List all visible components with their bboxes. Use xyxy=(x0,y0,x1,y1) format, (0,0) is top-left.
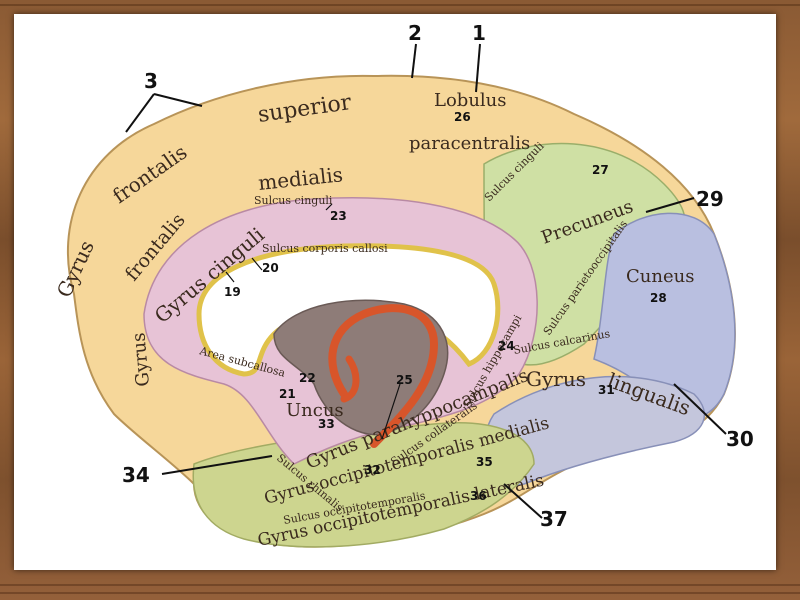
leader-25 xyxy=(381,383,401,440)
number-29: 29 xyxy=(696,187,724,211)
label-gyrus-lingualis-1: Gyrus xyxy=(526,367,586,391)
mammillary-fornix xyxy=(340,355,360,403)
number-22: 22 xyxy=(299,371,316,385)
leader-19 xyxy=(225,271,235,283)
leader-23 xyxy=(325,203,333,211)
number-28: 28 xyxy=(650,291,667,305)
leader-20 xyxy=(251,257,263,271)
brain-medial-surface-diagram: Gyrus frontalis superior frontalis media… xyxy=(52,21,754,551)
number-24: 24 xyxy=(498,339,515,353)
label-gyrus-vertical: Gyrus xyxy=(128,332,154,388)
number-33: 33 xyxy=(318,417,335,431)
number-19: 19 xyxy=(224,285,241,299)
leader-2 xyxy=(411,43,417,79)
label-sulcus-cinguli: Sulcus cinguli xyxy=(254,194,333,207)
label-paracentralis: paracentralis xyxy=(409,133,530,154)
cuneus-region xyxy=(593,212,736,421)
number-26: 26 xyxy=(454,110,471,124)
leader-34 xyxy=(161,455,273,475)
leader-3 xyxy=(125,93,203,133)
label-sulcus-corporis-callosi: Sulcus corporis callosi xyxy=(262,242,388,255)
leader-30 xyxy=(673,383,727,435)
number-25: 25 xyxy=(396,373,413,387)
leader-37 xyxy=(503,483,543,519)
number-21: 21 xyxy=(279,387,296,401)
number-20: 20 xyxy=(262,261,279,275)
number-32: 32 xyxy=(364,463,381,477)
number-37: 37 xyxy=(540,507,568,531)
diagram-frame: Gyrus frontalis superior frontalis media… xyxy=(14,14,776,570)
thalamus xyxy=(273,299,449,436)
leader-1 xyxy=(475,43,481,93)
number-2: 2 xyxy=(408,21,422,45)
label-cuneus: Cuneus xyxy=(626,266,694,287)
number-23: 23 xyxy=(330,209,347,223)
leader-29 xyxy=(645,197,695,213)
label-lobulus: Lobulus xyxy=(434,90,507,111)
number-31: 31 xyxy=(598,383,615,397)
number-34: 34 xyxy=(122,463,150,487)
fornix xyxy=(328,304,439,448)
number-36: 36 xyxy=(470,489,487,503)
label-uncus: Uncus xyxy=(286,400,344,421)
number-27: 27 xyxy=(592,163,609,177)
number-1: 1 xyxy=(472,21,486,45)
number-3: 3 xyxy=(144,69,158,93)
number-35: 35 xyxy=(476,455,493,469)
number-30: 30 xyxy=(726,427,754,451)
